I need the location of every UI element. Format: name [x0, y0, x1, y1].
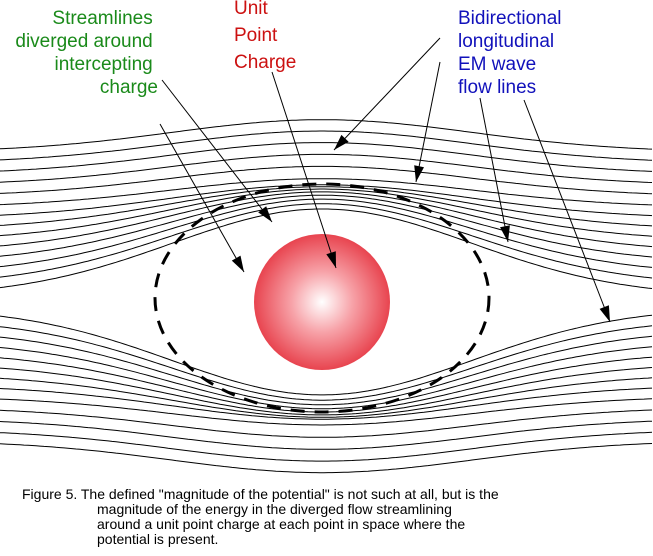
pointer-arrows: [159, 37, 611, 323]
streamline: [0, 314, 653, 396]
pointer-line: [333, 37, 441, 151]
charge-sphere: [254, 234, 390, 370]
pointer-line: [523, 99, 611, 323]
streamline: [0, 188, 653, 237]
arrowhead: [334, 134, 349, 150]
pointer-line: [161, 79, 273, 223]
caption-line: magnitude of the energy in the diverged …: [97, 501, 452, 517]
caption-line: Figure 5. The defined "magnitude of the …: [22, 486, 499, 502]
streamline: [0, 367, 653, 416]
pointer-line: [479, 97, 509, 243]
streamline: [0, 335, 653, 406]
streamline: [0, 346, 653, 410]
arrowhead: [326, 251, 336, 268]
label-flow-lines: Bidirectional longitudinal EM wave flow …: [458, 8, 567, 98]
streamline: [0, 208, 653, 289]
streamline: [0, 130, 653, 161]
streamline: [0, 153, 653, 183]
caption-line: around a unit point charge at each point…: [97, 516, 466, 532]
streamline: [0, 194, 653, 258]
figure-caption: Figure 5. The defined "magnitude of the …: [22, 487, 642, 547]
streamline: [0, 325, 653, 401]
pointer-line: [159, 123, 245, 273]
streamline: [0, 191, 653, 248]
streamline: [0, 377, 653, 418]
streamline: [0, 398, 653, 426]
arrowhead: [500, 225, 510, 242]
pointer-line: [271, 71, 337, 269]
streamline: [0, 142, 653, 172]
dashed-boundary: [153, 182, 491, 414]
streamline: [0, 119, 653, 150]
arrowhead: [599, 305, 610, 322]
streamline: [0, 165, 653, 195]
streamline: [0, 431, 653, 462]
arrowhead: [231, 255, 244, 272]
label-unit-point-charge: Unit Point Charge: [234, 0, 296, 73]
streamline: [0, 420, 653, 450]
streamline: [0, 186, 653, 227]
arrowhead: [258, 206, 272, 222]
streamline: [0, 387, 653, 420]
streamline: [0, 178, 653, 206]
arrowhead: [414, 165, 424, 182]
caption-line: potential is present.: [97, 531, 219, 547]
streamline: [0, 409, 653, 438]
label-streamlines: Streamlines diverged around intercepting…: [15, 8, 158, 98]
streamline: [0, 203, 653, 279]
flow-lines: [0, 119, 653, 474]
streamline: [0, 184, 653, 217]
streamline: [0, 198, 653, 268]
streamline: [0, 443, 653, 474]
pointer-line: [415, 61, 441, 183]
